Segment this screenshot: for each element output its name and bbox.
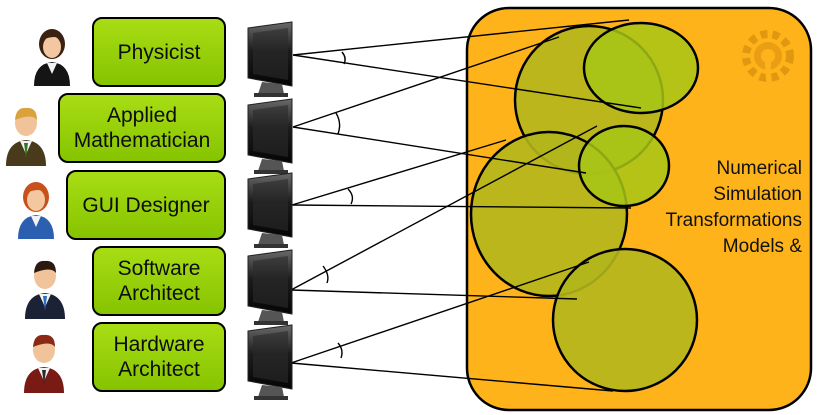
role-label-line: Mathematician [73, 129, 211, 152]
ellipse-hardware-view [551, 247, 699, 393]
man-avatar-icon [24, 334, 64, 393]
model-panel-line: Models & [722, 236, 802, 257]
model-panel-line: Simulation [713, 184, 802, 205]
model-panel-line: Transformations [665, 210, 802, 231]
ellipse-math-view [582, 21, 700, 115]
role-label-applied-mathematician: Applied Mathematician [58, 93, 226, 163]
avatar-icons [6, 29, 70, 393]
monitor-icon [247, 249, 293, 325]
view-lines [290, 19, 642, 392]
role-label-line: Physicist [117, 40, 201, 64]
role-label-line: GUI Designer [82, 193, 210, 217]
monitor-icon [247, 172, 293, 248]
role-label-gui-designer: GUI Designer [66, 170, 226, 240]
role-label-line: Hardware [113, 333, 205, 356]
model-panel-text: Numerical Simulation Transformations Mod… [602, 156, 802, 260]
role-label-line: Architect [118, 282, 200, 305]
man-avatar-icon [25, 260, 65, 319]
woman-avatar-icon [18, 182, 54, 239]
role-label-line: Architect [118, 358, 200, 381]
role-label-line: Applied [106, 104, 178, 127]
woman-avatar-icon [34, 29, 70, 86]
role-label-hardware-architect: Hardware Architect [92, 322, 226, 392]
role-label-software-architect: Software Architect [92, 246, 226, 316]
model-panel-line: Numerical [716, 158, 802, 179]
monitor-icons [247, 21, 293, 400]
monitor-icon [247, 324, 293, 400]
man-avatar-icon [6, 107, 46, 166]
monitor-icon [247, 98, 293, 174]
monitor-icon [247, 21, 293, 97]
role-label-line: Software [117, 257, 201, 280]
role-label-physicist: Physicist [92, 17, 226, 87]
ellipse-software-view [577, 124, 671, 208]
gear-icon [742, 30, 794, 82]
